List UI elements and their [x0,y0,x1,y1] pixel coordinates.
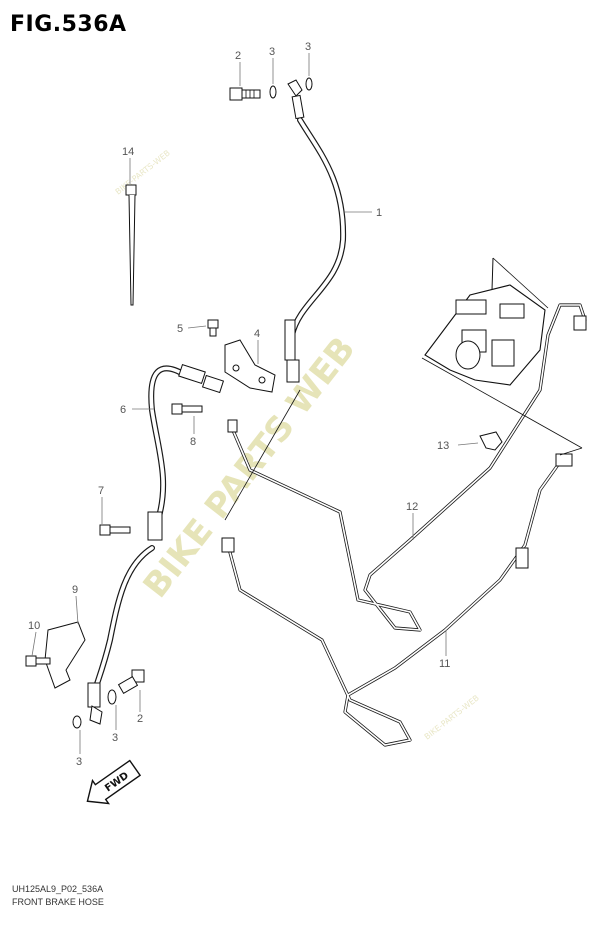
figure-title: FIG.536A [10,12,127,37]
callout-labels: 2 3 3 14 1 5 4 6 8 13 7 12 9 10 11 2 3 3 [28,41,450,768]
callout-3-bottom-left: 3 [76,756,82,768]
guide-bolt [99,524,131,536]
figure-code: UH125AL9_P02_536A [12,884,104,894]
callout-14: 14 [122,146,134,158]
callout-9: 9 [72,584,78,596]
banjo-bolt-top [229,87,261,101]
figure-footer: UH125AL9_P02_536A FRONT BRAKE HOSE [12,883,104,909]
guide-mount-bolt [25,655,51,667]
callout-3-top-left: 3 [269,46,275,58]
pipe-clamp [479,431,503,451]
callout-6: 6 [120,404,126,416]
abs-unit [424,257,549,386]
leader-lines [31,53,479,754]
callout-13: 13 [437,440,449,452]
callout-3-top-right: 3 [305,41,311,53]
callout-8: 8 [190,436,196,448]
callout-3-bottom-right: 3 [112,732,118,744]
callout-5: 5 [177,323,183,335]
callout-10: 10 [28,620,40,632]
washer-top-1 [269,85,277,99]
left-brake-hose [87,363,225,725]
reference-line-1 [421,357,583,449]
cable-tie [125,184,137,306]
brake-pipe-11 [221,453,573,747]
reference-line-2 [559,447,583,456]
washer-bottom-2 [72,715,82,729]
reference-line-3 [224,389,301,521]
hose-bracket [224,339,276,393]
upper-brake-hose [284,79,347,383]
callout-2-top: 2 [235,50,241,62]
washer-top-2 [305,77,313,91]
callout-1: 1 [376,207,382,219]
fwd-direction-arrow: FWD [86,759,142,805]
callout-12: 12 [406,501,418,513]
figure-caption: FRONT BRAKE HOSE [12,897,104,907]
banjo-bolt-bottom [117,669,145,695]
washer-bottom-1 [107,689,117,705]
bracket-bolt [207,319,219,337]
callout-11: 11 [439,658,450,670]
brake-pipe-12 [227,303,587,632]
hose-clamp-bolt [171,403,203,415]
callout-7: 7 [98,485,104,497]
callout-4: 4 [254,328,260,340]
callout-2-bottom: 2 [137,713,143,725]
hose-guide [44,621,86,689]
watermark: BIKE PARTS WEB BIKE-PARTS-WEB BIKE-PARTS… [114,148,481,741]
watermark-small-2: BIKE-PARTS-WEB [423,693,481,741]
